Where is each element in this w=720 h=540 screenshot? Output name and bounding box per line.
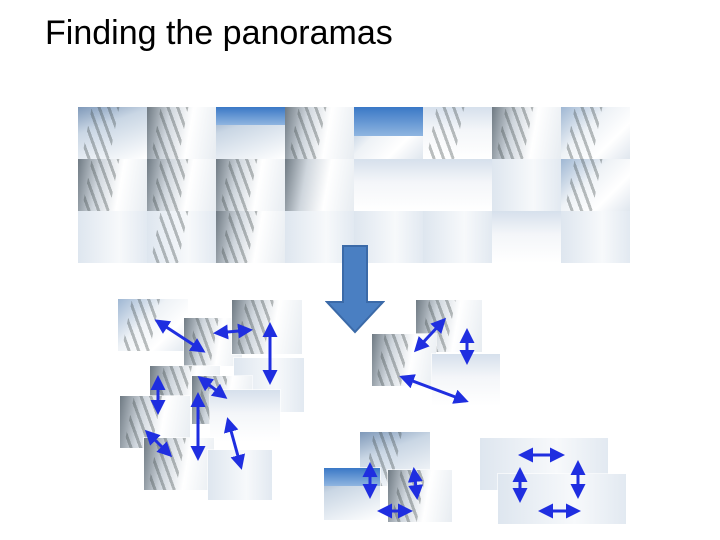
slide-title: Finding the panoramas [45,14,393,52]
photo-thumbnail [78,107,147,159]
photo-thumbnail [147,211,216,263]
photo-thumbnail [354,159,423,211]
photo-thumbnail [216,159,285,211]
photo-thumbnail [423,159,492,211]
photo-thumbnail [561,159,630,211]
photo-thumbnail [216,211,285,263]
photo-thumbnail [492,107,561,159]
photo-thumbnail [492,159,561,211]
unordered-image-grid [78,107,630,263]
photo-thumbnail [285,159,354,211]
photo-thumbnail [78,159,147,211]
photo-thumbnail [492,211,561,263]
photo-thumbnail [147,107,216,159]
photo-thumbnail [216,107,285,159]
double-headed-arrow-icon [413,317,447,353]
double-headed-arrow-icon [154,319,206,353]
double-headed-arrow-icon [399,374,469,404]
photo-thumbnail [78,211,147,263]
photo-thumbnail [561,107,630,159]
photo-thumbnail [423,107,492,159]
double-headed-arrow-icon [197,376,228,399]
down-arrow-icon [325,245,385,334]
double-headed-arrow-icon [213,323,253,340]
photo-thumbnail [423,211,492,263]
double-headed-arrow-icon [407,467,424,500]
photo-thumbnail [354,107,423,159]
double-headed-arrow-icon [144,429,173,458]
photo-thumbnail [147,159,216,211]
photo-thumbnail [285,107,354,159]
double-headed-arrow-icon [223,417,246,470]
photo-thumbnail [561,211,630,263]
